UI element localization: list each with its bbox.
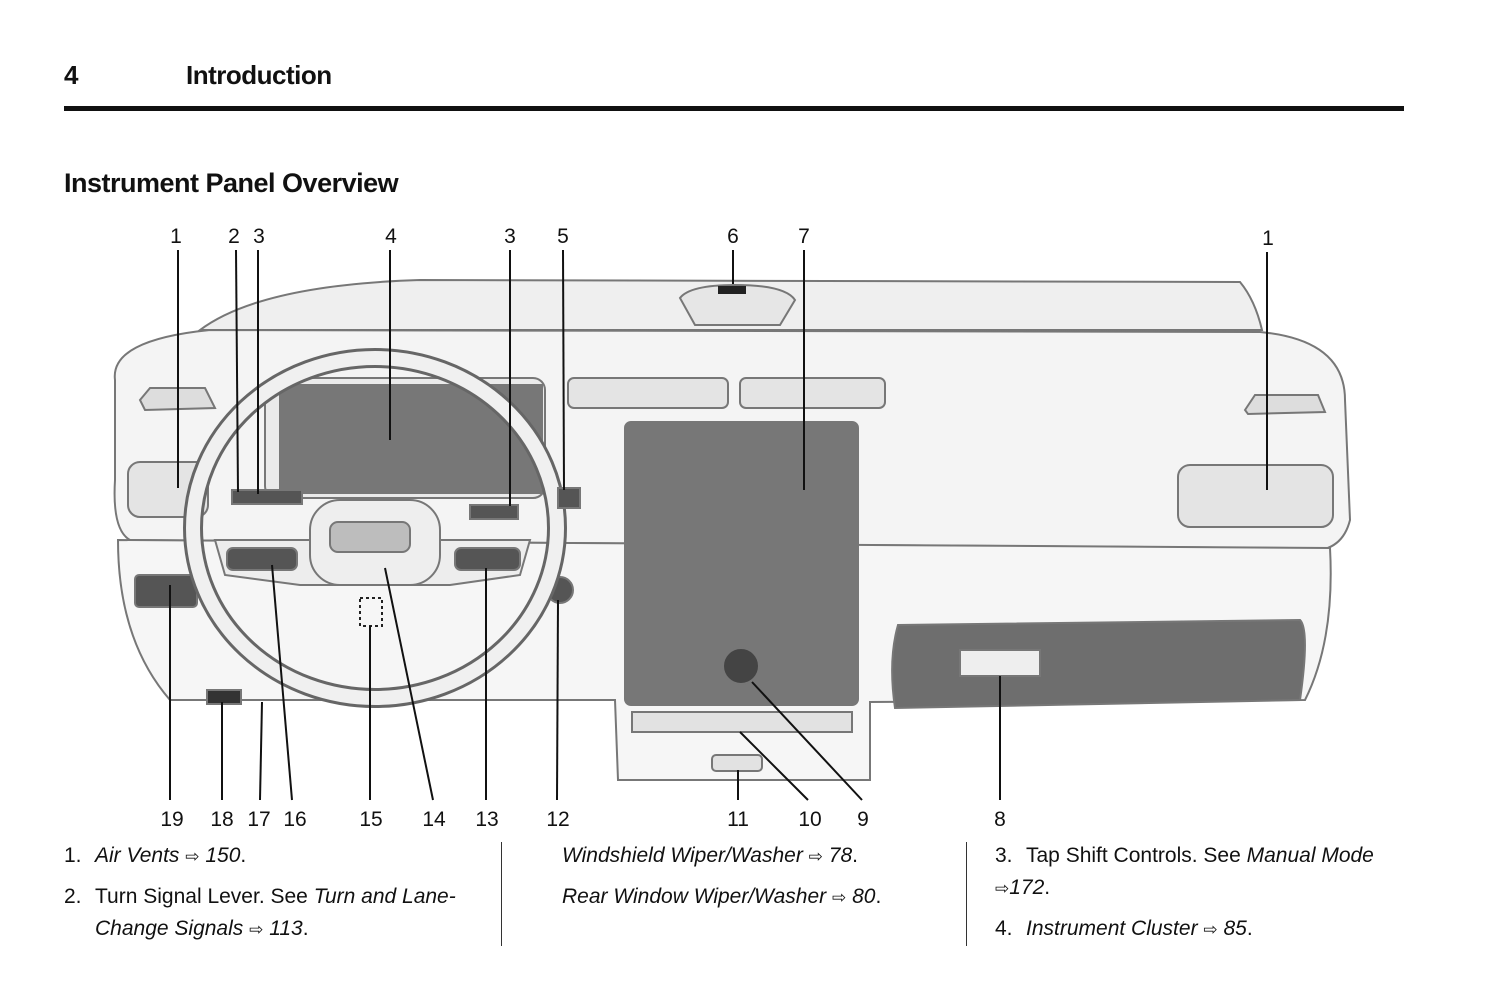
ref-arrow-icon: ⇨ bbox=[249, 920, 264, 939]
page-number: 4 bbox=[64, 60, 79, 90]
page-ref[interactable]: 80 bbox=[852, 885, 876, 908]
callout-13: 13 bbox=[475, 808, 498, 831]
period: . bbox=[1246, 917, 1253, 940]
legend-item-2: 2.Turn Signal Lever. See Turn and Lane- … bbox=[64, 881, 484, 946]
callout-1-left: 1 bbox=[170, 225, 182, 248]
instrument-panel-illustration: 1 2 3 4 3 5 6 7 1 19 18 17 16 15 14 13 1… bbox=[113, 225, 1352, 831]
callout-16: 16 bbox=[283, 808, 306, 831]
callout-7: 7 bbox=[798, 225, 810, 248]
item-number: 3. bbox=[995, 844, 1013, 867]
callout-9: 9 bbox=[857, 808, 869, 831]
ref-arrow-icon: ⇨ bbox=[808, 847, 823, 866]
xref-link[interactable]: Rear Window Wiper/Washer bbox=[562, 885, 827, 908]
page-header: 4 Introduction bbox=[64, 58, 1404, 111]
ref-arrow-icon: ⇨ bbox=[832, 888, 847, 907]
callout-6: 6 bbox=[727, 225, 739, 248]
section-title: Instrument Panel Overview bbox=[64, 168, 399, 198]
column-divider bbox=[966, 842, 967, 946]
legend-column-1: 1. Air Vents ⇨ 150. 2. Turn Signal Lever. … bbox=[64, 840, 484, 954]
callout-14: 14 bbox=[422, 808, 446, 831]
callout-15: 15 bbox=[359, 808, 382, 831]
callout-19: 19 bbox=[160, 808, 183, 831]
callout-5: 5 bbox=[557, 225, 569, 248]
item-number: 1. bbox=[64, 844, 82, 867]
legend-item-1: 1. Air Vents ⇨ 150. bbox=[64, 840, 484, 873]
chapter-title: Introduction bbox=[186, 60, 332, 90]
ref-arrow-icon: ⇨ bbox=[995, 879, 1010, 898]
ref-arrow-icon: ⇨ bbox=[185, 847, 200, 866]
xref-link[interactable]: Manual Mode bbox=[1246, 844, 1374, 867]
xref-link[interactable]: Instrument Cluster bbox=[1026, 917, 1198, 940]
column-divider bbox=[501, 842, 502, 946]
period: . bbox=[852, 844, 858, 867]
xref-link[interactable]: Air Vents bbox=[95, 844, 180, 867]
page-ref[interactable]: 150 bbox=[205, 844, 241, 867]
callout-18: 18 bbox=[210, 808, 233, 831]
callout-3-left: 3 bbox=[253, 225, 265, 248]
callout-11: 11 bbox=[727, 808, 749, 831]
ref-arrow-icon: ⇨ bbox=[1203, 920, 1218, 939]
item-number: 2. bbox=[64, 885, 82, 908]
item-text: Tap Shift Controls. See bbox=[1026, 844, 1247, 867]
item-number: 4. bbox=[995, 917, 1013, 940]
callout-3-right: 3 bbox=[504, 225, 516, 248]
callout-10: 10 bbox=[798, 808, 821, 831]
legend-item-wiper: Windshield Wiper/Washer ⇨ 78. bbox=[562, 840, 952, 873]
callout-1-right: 1 bbox=[1262, 227, 1274, 250]
legend-column-2: Windshield Wiper/Washer ⇨ 78. Rear Windo… bbox=[562, 840, 952, 922]
xref-link[interactable]: Turn and Lane- bbox=[313, 885, 456, 908]
callout-4: 4 bbox=[385, 225, 397, 248]
legend-item-3: 3. Tap Shift Controls. See Manual Mode ⇨1… bbox=[995, 840, 1425, 905]
legend-item-rear-wiper: Rear Window Wiper/Washer ⇨ 80. bbox=[562, 881, 952, 914]
xref-link[interactable]: Windshield Wiper/Washer bbox=[562, 844, 803, 867]
xref-link-cont[interactable]: Change Signals bbox=[95, 917, 244, 940]
legend-column-3: 3.Tap Shift Controls. See Manual Mode ⇨1… bbox=[995, 840, 1425, 954]
callout-12: 12 bbox=[546, 808, 569, 831]
callout-2: 2 bbox=[228, 225, 240, 248]
period: . bbox=[240, 844, 247, 867]
period: . bbox=[1044, 876, 1051, 899]
item-text: Turn Signal Lever. See bbox=[95, 885, 314, 908]
page-ref[interactable]: 113 bbox=[269, 917, 303, 940]
callout-8: 8 bbox=[994, 808, 1006, 831]
callout-17: 17 bbox=[247, 808, 270, 831]
page-ref[interactable]: 78 bbox=[828, 844, 853, 867]
period: . bbox=[302, 917, 309, 940]
page-ref[interactable]: 85 bbox=[1223, 917, 1247, 940]
period: . bbox=[875, 885, 882, 908]
page-ref[interactable]: 172 bbox=[1009, 876, 1045, 899]
legend-item-4: 4. Instrument Cluster ⇨ 85. bbox=[995, 913, 1425, 946]
